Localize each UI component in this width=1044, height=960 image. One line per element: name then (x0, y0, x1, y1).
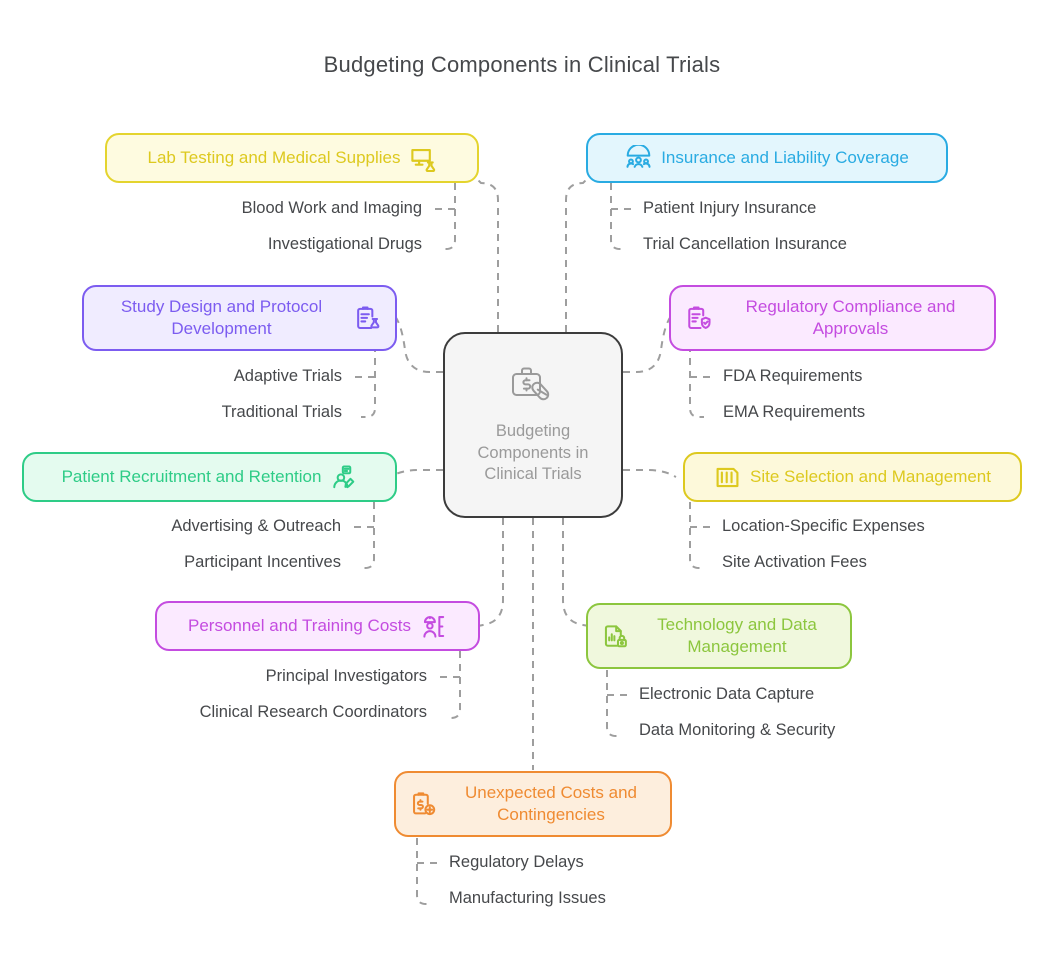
branch-label-insurance: Insurance and Liability Coverage (661, 148, 909, 168)
spine-insurance (610, 183, 625, 250)
sub-item-site-selection-0: Location-Specific Expenses (722, 517, 925, 535)
link-central-technology (562, 518, 590, 627)
branch-label-unexpected: Unexpected Costs and Contingencies (465, 783, 637, 824)
sub-item-recruitment-1: Participant Incentives (184, 553, 341, 571)
spine-lab-testing (441, 183, 456, 250)
branch-node-lab-testing[interactable]: Lab Testing and Medical Supplies (105, 133, 479, 183)
spine-technology (606, 670, 621, 737)
sub-item-technology-0: Electronic Data Capture (639, 685, 815, 703)
clipboard-flask-icon (354, 305, 381, 332)
spine-personnel (446, 651, 461, 719)
branch-node-site-selection[interactable]: Site Selection and Management (683, 452, 1022, 502)
branch-node-study-design[interactable]: Study Design and Protocol Development (82, 285, 397, 351)
spine-site-selection (689, 502, 704, 569)
branch-label-regulatory: Regulatory Compliance and Approvals (745, 297, 956, 338)
person-training-icon (420, 613, 447, 640)
branch-node-insurance[interactable]: Insurance and Liability Coverage (586, 133, 948, 183)
sub-item-study-design-1: Traditional Trials (221, 403, 342, 421)
branch-node-recruitment[interactable]: Patient Recruitment and Retention (22, 452, 397, 502)
umbrella-people-icon (625, 143, 652, 172)
page-title: Budgeting Components in Clinical Trials (323, 52, 721, 77)
link-central-study-design (389, 310, 443, 373)
sub-item-site-selection-1: Site Activation Fees (722, 553, 867, 571)
central-node[interactable]: Budgeting Components in Clinical Trials (443, 332, 623, 518)
sub-item-study-design-0: Adaptive Trials (233, 367, 342, 385)
person-edit-icon (330, 464, 357, 491)
sub-item-lab-testing-1: Investigational Drugs (267, 235, 422, 253)
sub-item-regulatory-1: EMA Requirements (723, 403, 866, 421)
spine-unexpected (416, 838, 431, 905)
spine-recruitment (360, 502, 375, 569)
branch-label-technology: Technology and Data Management (657, 615, 817, 656)
clipboard-shield-check-icon (685, 305, 712, 332)
branch-node-personnel[interactable]: Personnel and Training Costs (155, 601, 480, 651)
sub-item-insurance-0: Patient Injury Insurance (643, 199, 817, 217)
sub-item-unexpected-0: Regulatory Delays (449, 853, 584, 871)
branch-label-personnel: Personnel and Training Costs (187, 616, 412, 636)
link-central-insurance (565, 169, 597, 332)
link-central-personnel (477, 518, 504, 627)
sub-item-personnel-0: Principal Investigators (265, 667, 427, 685)
clipboard-dollar-plus-icon (410, 791, 437, 818)
sub-item-insurance-1: Trial Cancellation Insurance (643, 235, 847, 253)
link-central-recruitment (389, 469, 443, 478)
branch-label-study-design: Study Design and Protocol Development (120, 297, 323, 338)
central-node-label: Budgeting Components in Clinical Trials (477, 421, 589, 484)
building-icon (714, 464, 741, 491)
sub-item-personnel-1: Clinical Research Coordinators (199, 703, 427, 721)
monitor-flask-icon (409, 145, 436, 172)
link-central-lab-testing (467, 169, 499, 332)
link-central-site-selection (623, 469, 677, 478)
spine-regulatory (689, 345, 704, 418)
branch-label-lab-testing: Lab Testing and Medical Supplies (147, 148, 401, 168)
branch-label-site-selection: Site Selection and Management (750, 467, 991, 487)
branch-label-recruitment: Patient Recruitment and Retention (61, 467, 322, 487)
branch-node-technology[interactable]: Technology and Data Management (586, 603, 852, 669)
data-lock-icon (602, 623, 629, 650)
branch-node-regulatory[interactable]: Regulatory Compliance and Approvals (669, 285, 996, 351)
sub-item-lab-testing-0: Blood Work and Imaging (241, 199, 422, 217)
spine-study-design (361, 345, 376, 418)
sub-item-technology-1: Data Monitoring & Security (639, 721, 836, 739)
sub-item-unexpected-1: Manufacturing Issues (449, 889, 606, 907)
sub-item-recruitment-0: Advertising & Outreach (171, 517, 341, 535)
briefcase-dollar-pill-icon (510, 364, 556, 411)
branch-node-unexpected[interactable]: Unexpected Costs and Contingencies (394, 771, 672, 837)
sub-item-regulatory-0: FDA Requirements (723, 367, 863, 385)
